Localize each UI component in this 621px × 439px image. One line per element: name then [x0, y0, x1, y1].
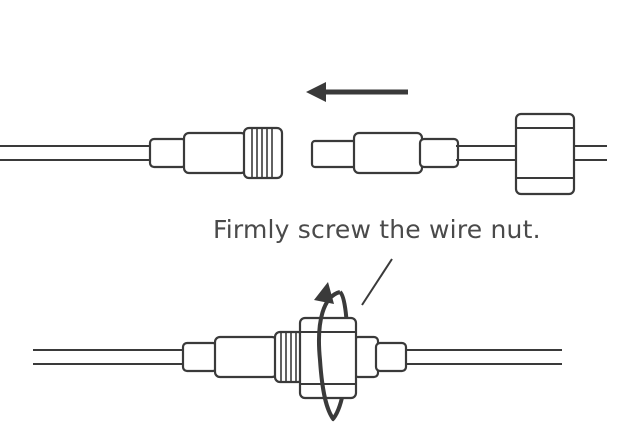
assembled-cable [33, 349, 562, 365]
assembled-wire-nut [298, 316, 358, 400]
assembled-connector [181, 330, 408, 384]
push-direction-arrow-icon [306, 82, 408, 102]
male-connector [148, 126, 284, 180]
female-connector [310, 131, 460, 175]
instruction-label: Firmly screw the wire nut. [213, 215, 541, 244]
right-cable [456, 145, 607, 161]
callout-leader-line [361, 258, 393, 306]
male-thread [251, 129, 273, 177]
rotate-arrow-front [314, 282, 341, 422]
assembled-thread [280, 333, 297, 381]
left-cable [0, 145, 152, 161]
wire-nut [514, 112, 576, 196]
